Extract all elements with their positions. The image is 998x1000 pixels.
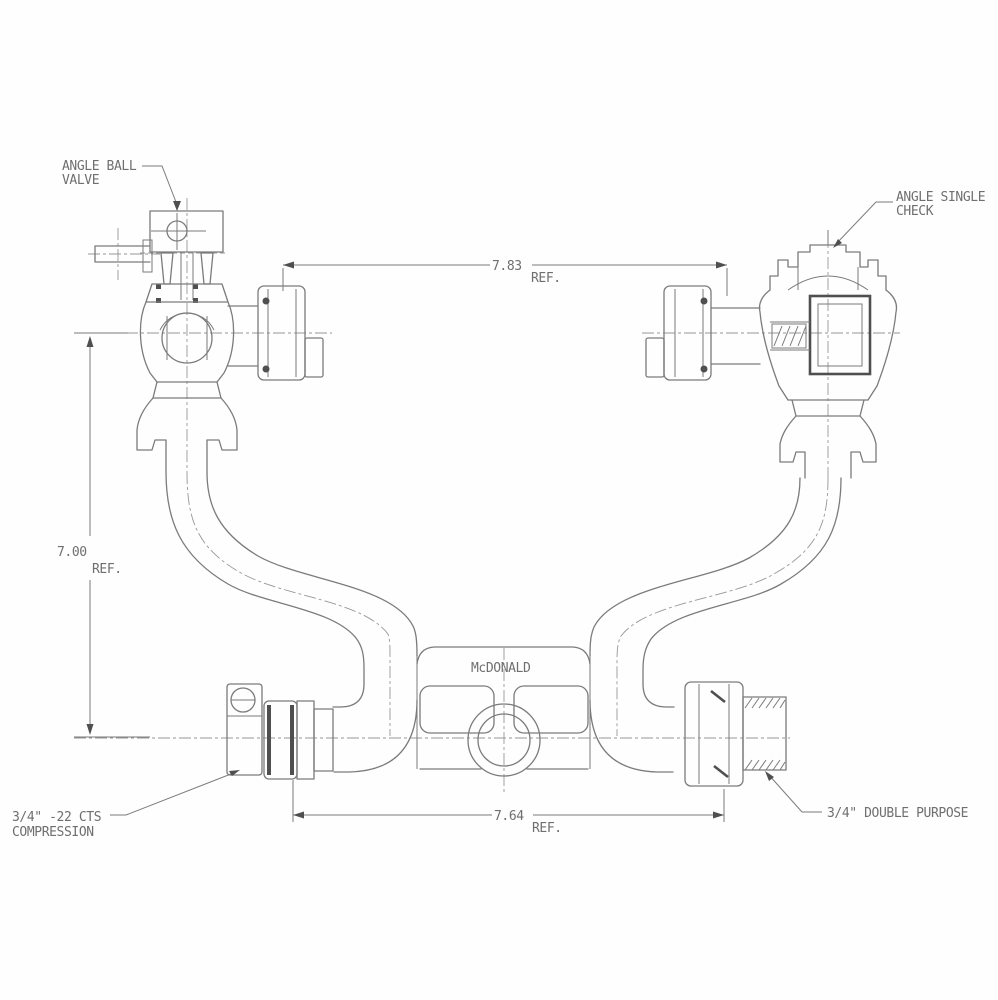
double-purpose-outlet-drawing xyxy=(684,681,787,787)
dimension-inlet-outlet-spread: 7.64 REF. xyxy=(292,780,725,836)
angle-single-check-drawing xyxy=(645,230,898,479)
dimension-meter-spread: 7.83 REF. xyxy=(282,259,728,296)
dim-height-value: 7.00 xyxy=(57,545,87,560)
angle-single-check-label-line1: ANGLE SINGLE xyxy=(896,190,985,205)
compression-inlet-drawing xyxy=(226,683,334,780)
centerlines xyxy=(74,198,900,792)
angle-ball-valve-label-line2: VALVE xyxy=(62,173,99,188)
dim-height-ref: REF. xyxy=(92,562,122,577)
inlet-label-line2: COMPRESSION xyxy=(12,825,94,840)
callouts: ANGLE BALL VALVE ANGLE SINGLE CHECK 3/4"… xyxy=(12,159,986,840)
inlet-label-line1: 3/4" -22 CTS xyxy=(12,810,101,825)
dim-inlet-outlet-value: 7.64 xyxy=(494,809,524,824)
angle-single-check-label-line2: CHECK xyxy=(896,204,934,219)
outlet-label: 3/4" DOUBLE PURPOSE xyxy=(827,806,968,821)
dim-meter-spread-ref: REF. xyxy=(531,271,561,286)
dimension-height: 7.00 REF. xyxy=(57,332,150,738)
angle-ball-valve-label-line1: ANGLE BALL xyxy=(62,159,137,174)
dim-meter-spread-value: 7.83 xyxy=(492,259,522,274)
brand-text: McDONALD xyxy=(471,661,531,676)
dim-inlet-outlet-ref: REF. xyxy=(532,821,562,836)
pipe-work-drawing xyxy=(165,471,842,777)
angle-ball-valve-drawing xyxy=(94,210,324,473)
